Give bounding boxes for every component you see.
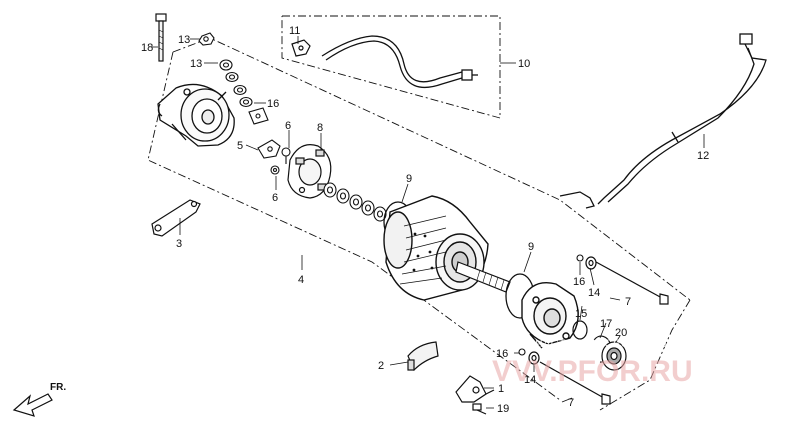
callout-7-lower: 7: [568, 397, 574, 409]
screw-6-upper: [281, 147, 291, 164]
terminal-5: [257, 139, 281, 159]
callout-6-upper: 6: [285, 120, 291, 132]
callout-8: 8: [317, 122, 323, 134]
callout-16-clip: 16: [267, 98, 279, 110]
brush-holder-2: [407, 341, 439, 372]
bolt-19: [472, 403, 487, 415]
long-bolt-7-lower: [528, 351, 611, 405]
washer-16-upper: [576, 254, 584, 262]
callout-2: 2: [378, 360, 384, 372]
washer-13-lower: [219, 59, 253, 108]
callout-17: 17: [600, 318, 612, 330]
callout-14-lower: 14: [524, 374, 536, 386]
callout-6-lower: 6: [272, 192, 278, 204]
starter-cable-10: [321, 35, 478, 89]
callout-labels: 18 13 13 16 5 6 8 6 3 4 9 9 11 10 12 16 …: [141, 25, 709, 415]
front-direction-arrow: FR.: [12, 382, 66, 417]
callout-1: 1: [498, 383, 504, 395]
callout-15: 15: [575, 308, 587, 320]
mount-bracket-1: [455, 375, 495, 403]
callout-16-upper: 16: [573, 276, 585, 288]
callout-10: 10: [518, 58, 530, 70]
seal-15: [572, 320, 588, 340]
callout-14-upper: 14: [588, 287, 600, 299]
watermark-tagline: ЗАПЧАСТИ И АКСЕССУАРЫ ДЛЯ МОТОТЕХНИКИ: [512, 338, 791, 350]
ground-cable-12: [559, 33, 767, 209]
callout-13-upper: 13: [178, 34, 190, 46]
callout-16-lower: 16: [496, 348, 508, 360]
callout-7-upper: 7: [625, 296, 631, 308]
callout-18: 18: [141, 42, 153, 54]
rear-cover-housing: [157, 83, 235, 147]
watermark-logo: VVV.PFOR.RU: [492, 355, 693, 388]
callout-13-lower: 13: [190, 58, 202, 70]
callout-4: 4: [298, 274, 304, 286]
front-direction-label: FR.: [50, 382, 66, 393]
bearing-20: [601, 341, 627, 371]
callout-9-upper: 9: [406, 173, 412, 185]
cable-box-10: [281, 15, 501, 119]
callout-19: 19: [497, 403, 509, 415]
terminal-boot-11: [291, 39, 311, 57]
motor-yoke-armature: [383, 195, 489, 301]
long-bolt-7-upper: [585, 256, 669, 305]
nut-13-upper: [198, 32, 215, 46]
brush-clip-16: [248, 107, 269, 125]
callout-20: 20: [615, 327, 627, 339]
bolt-18: [155, 13, 167, 62]
washer-16-lower: [518, 348, 526, 356]
watermark: ЗАПЧАСТИ И АКСЕССУАРЫ ДЛЯ МОТОТЕХНИКИ VV…: [492, 338, 791, 388]
thrust-washers: [323, 182, 387, 222]
callout-11: 11: [289, 25, 300, 37]
callout-9-lower: 9: [528, 241, 534, 253]
screw-6-lower: [270, 165, 280, 175]
bracket-3: [151, 199, 201, 237]
callout-12: 12: [697, 150, 709, 162]
callout-5: 5: [237, 140, 243, 152]
leader-lines: [152, 36, 705, 409]
brush-plate-8: [287, 144, 332, 199]
callout-3: 3: [176, 238, 182, 250]
